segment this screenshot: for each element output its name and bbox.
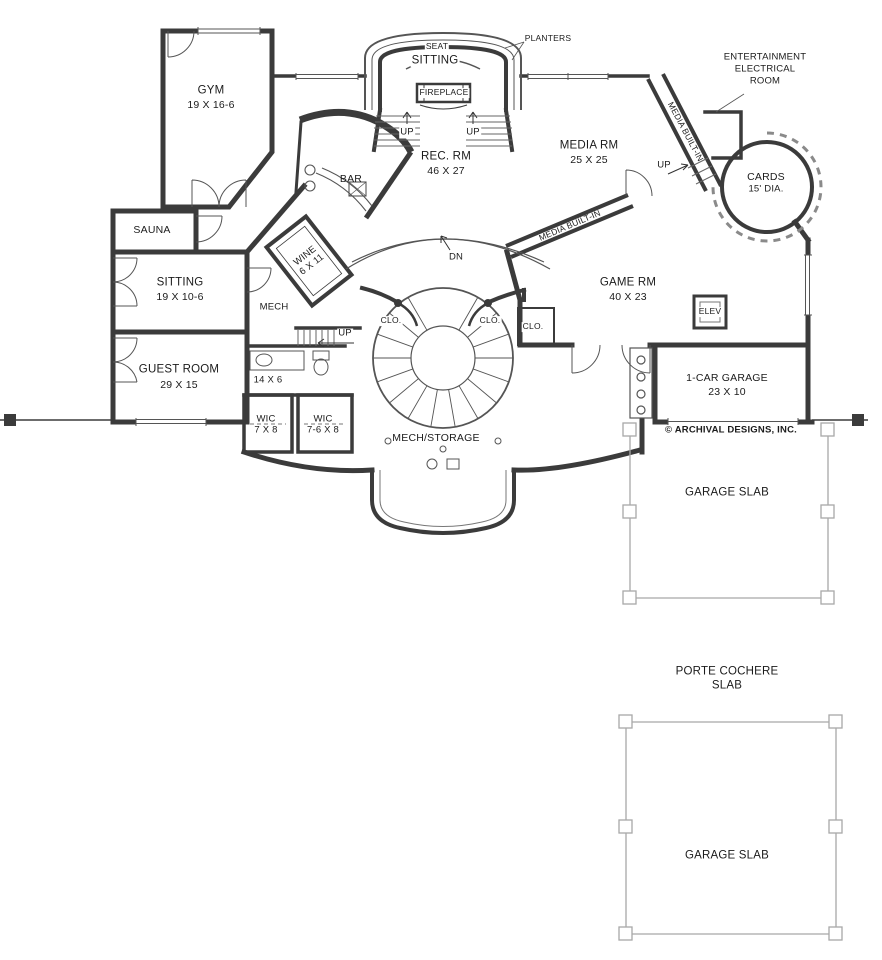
wine-room-walls	[263, 213, 355, 309]
room-label-sitting-left-dims: 19 X 10-6	[156, 290, 204, 303]
bar-counter	[304, 164, 373, 212]
room-label-game: GAME RM	[599, 276, 657, 289]
datum-cap-right	[852, 414, 864, 426]
cards-room-wall	[720, 140, 814, 234]
room-label-mech-storage: MECH/STORAGE	[392, 431, 480, 444]
mech-fixtures	[426, 458, 460, 470]
door-swings	[112, 30, 653, 383]
room-label-garage: 1-CAR GARAGE	[686, 371, 768, 384]
label-garage-slab-upper: GARAGE SLAB	[684, 486, 770, 499]
up-arrows-alcove	[402, 111, 478, 124]
label-porte-cochere-2: SLAB	[711, 679, 743, 692]
label-porte-cochere-1: PORTE COCHERE	[675, 665, 779, 678]
label-planters: PLANTERS	[524, 33, 572, 44]
alcove-steps	[374, 115, 512, 147]
label-up-3: UP	[656, 159, 672, 172]
label-seat: SEAT	[424, 41, 450, 52]
stair-closet-walls	[397, 301, 489, 327]
room-label-media-dims: 25 X 25	[570, 153, 608, 166]
leader-lines	[504, 41, 745, 113]
label-clo-1: CLO.	[379, 315, 403, 326]
stair-posts	[394, 299, 492, 307]
label-clo-3: CLO.	[521, 321, 545, 332]
spiral-stair	[372, 287, 514, 429]
room-label-mech: MECH	[259, 301, 289, 313]
label-copyright: © ARCHIVAL DESIGNS, INC.	[665, 424, 797, 436]
room-label-sauna: SAUNA	[133, 223, 171, 236]
media-stair	[687, 157, 717, 185]
room-label-sitting-left: SITTING	[156, 276, 204, 289]
room-label-sitting-upper: SITTING	[410, 54, 460, 68]
cards-crenellation	[711, 131, 823, 243]
slab-pilasters	[618, 422, 843, 941]
fireplace-symbol	[415, 82, 472, 110]
media-built-in-walls	[505, 73, 723, 259]
bay-inner-line	[379, 470, 507, 527]
label-up-1: UP	[399, 126, 415, 139]
room-label-cards-dims: 15' DIA.	[748, 183, 784, 195]
balcony-arc	[345, 238, 551, 270]
up-arrow-service	[317, 338, 354, 348]
room-label-rec: REC. RM	[421, 150, 471, 163]
room-label-bar: BAR	[339, 172, 363, 185]
room-label-rec-dims: 46 X 27	[427, 164, 465, 177]
room-label-cards: CARDS	[747, 170, 785, 183]
room-label-game-dims: 40 X 23	[609, 290, 647, 303]
room-label-gym-dims: 19 X 16-6	[187, 98, 235, 111]
bath-fixtures	[249, 350, 330, 376]
label-clo-2: CLO.	[478, 315, 502, 326]
room-label-media: MEDIA RM	[559, 139, 619, 152]
bar-walls	[298, 108, 415, 220]
room-label-guest: GUEST ROOM	[138, 363, 220, 376]
room-label-garage-dims: 23 X 10	[708, 385, 746, 398]
label-entertainment-3: ROOM	[749, 75, 781, 87]
room-label-wic-right-dims: 7-6 X 8	[306, 424, 340, 436]
dn-arrow	[440, 235, 451, 251]
interior-walls	[242, 44, 743, 535]
label-hall-dims: 14 X 6	[253, 374, 283, 386]
room-label-elev: ELEV	[697, 306, 723, 317]
label-fireplace: FIREPLACE	[418, 87, 470, 98]
windows	[135, 26, 812, 426]
room-label-gym: GYM	[197, 84, 225, 97]
up-arrow-media	[667, 163, 689, 175]
service-stair	[297, 330, 335, 346]
room-label-wic-left: WIC	[256, 413, 276, 425]
label-garage-slab-lower: GARAGE SLAB	[684, 849, 770, 862]
label-entertainment-2: ELECTRICAL	[734, 63, 796, 75]
planter-walls	[364, 31, 522, 110]
label-entertainment-1: ENTERTAINMENT	[723, 51, 807, 63]
label-up-2: UP	[465, 126, 481, 139]
garage-stair-strip	[629, 347, 653, 419]
label-dn: DN	[447, 251, 465, 264]
room-label-wic-right: WIC	[313, 413, 333, 425]
label-up-4: UP	[337, 327, 353, 340]
room-label-wic-left-dims: 7 X 8	[254, 424, 278, 436]
datum-cap-left	[4, 414, 16, 426]
column-dots	[384, 437, 502, 453]
room-label-guest-dims: 29 X 15	[160, 378, 198, 391]
